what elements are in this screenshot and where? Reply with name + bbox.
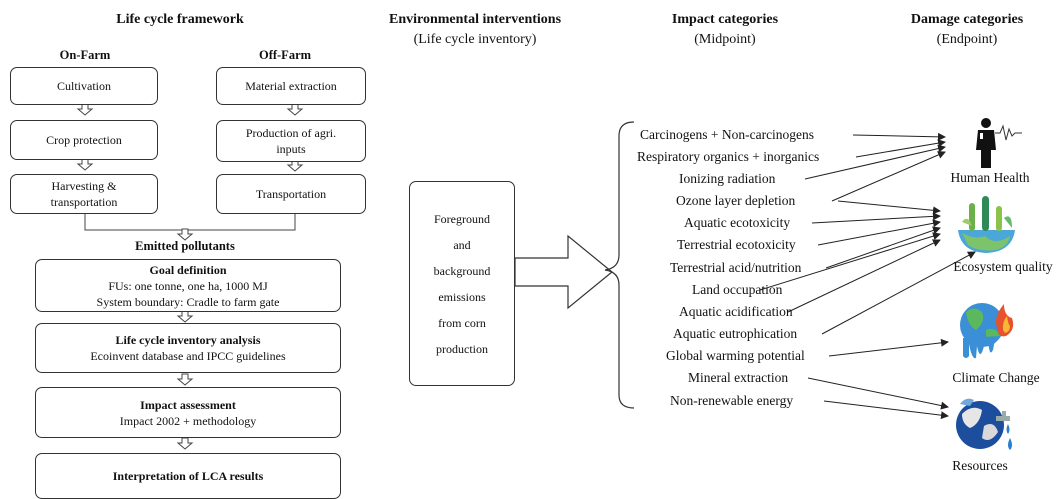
crop-protection-label: Crop protection <box>46 133 122 147</box>
goal-definition-line1: FUs: one tonne, one ha, 1000 MJ <box>108 278 268 293</box>
crop-protection-box: Crop protection <box>10 120 158 160</box>
interventions-subheader: (Life cycle inventory) <box>413 32 537 47</box>
down-arrow-icon <box>77 103 93 116</box>
impact-global-warming: Global warming potential <box>666 348 805 363</box>
damage-ecosystem-quality: Ecosystem quality <box>953 259 1053 274</box>
goal-definition-line2: System boundary: Cradle to farm gate <box>96 294 280 309</box>
material-extraction-label: Material extraction <box>245 79 337 93</box>
damage-resources: Resources <box>952 458 1008 473</box>
damage-human-health: Human Health <box>950 170 1030 185</box>
off-farm-title: Off-Farm <box>258 48 312 62</box>
plant-globe-icon <box>958 196 1015 253</box>
interpretation-box: Interpretation of LCA results <box>35 453 341 499</box>
down-arrow-icon <box>77 158 93 171</box>
down-arrow-icon <box>287 103 303 116</box>
merge-line <box>84 213 296 231</box>
on-farm-title: On-Farm <box>59 48 111 62</box>
big-right-arrow-icon <box>514 234 613 310</box>
cultivation-box: Cultivation <box>10 67 158 105</box>
impact-assessment-title: Impact assessment <box>140 397 236 412</box>
agri-inputs-label-line2: inputs <box>276 142 306 156</box>
impact-non-renewable-energy: Non-renewable energy <box>670 393 794 408</box>
foreground-line: Foreground <box>434 211 490 226</box>
material-extraction-box: Material extraction <box>216 67 366 105</box>
impact-carcinogens: Carcinogens + Non-carcinogens <box>640 127 815 142</box>
interpretation-title: Interpretation of LCA results <box>112 469 264 483</box>
transportation-box: Transportation <box>216 174 366 214</box>
goal-definition-title: Goal definition <box>149 262 227 277</box>
impact-assessment-line1: Impact 2002 + methodology <box>119 413 257 428</box>
goal-definition-box: Goal definition FUs: one tonne, one ha, … <box>35 259 341 312</box>
impact-mineral-extraction: Mineral extraction <box>688 370 789 385</box>
impact-subheader: (Midpoint) <box>694 32 756 47</box>
impact-ionizing-radiation: Ionizing radiation <box>679 171 776 186</box>
melting-globe-icon <box>960 303 1014 359</box>
impact-bracket <box>604 121 635 409</box>
impact-terrestrial-ecotoxicity: Terrestrial ecotoxicity <box>677 237 796 252</box>
down-arrow-icon <box>177 373 193 386</box>
impact-land-occupation: Land occupation <box>692 282 783 297</box>
foreground-line: emissions <box>438 289 486 304</box>
harvesting-label-line2: transportation <box>50 195 118 209</box>
cultivation-label: Cultivation <box>57 79 111 93</box>
impact-respiratory: Respiratory organics + inorganics <box>637 149 820 164</box>
impact-damage-arrows <box>759 132 976 420</box>
damage-header: Damage categories <box>910 12 1024 27</box>
foreground-background-box: Foreground and background emissions from… <box>409 181 515 386</box>
foreground-line: and <box>453 237 471 252</box>
foreground-line: production <box>436 341 488 356</box>
emitted-pollutants-label: Emitted pollutants <box>135 239 235 253</box>
impact-header: Impact categories <box>671 12 779 27</box>
person-ecg-icon <box>976 118 1022 168</box>
agri-inputs-box: Production of agri. inputs <box>216 120 366 162</box>
inventory-analysis-title: Life cycle inventory analysis <box>115 333 261 347</box>
impact-terrestrial-acid: Terrestrial acid/nutrition <box>670 260 802 275</box>
agri-inputs-label-line1: Production of agri. <box>245 126 337 140</box>
impact-aquatic-eutrophication: Aquatic eutrophication <box>673 326 798 341</box>
transportation-label: Transportation <box>255 187 327 201</box>
impact-ozone-depletion: Ozone layer depletion <box>676 193 796 208</box>
inventory-analysis-line1: Ecoinvent database and IPCC guidelines <box>90 349 286 363</box>
dripping-globe-icon <box>956 398 1012 450</box>
inventory-analysis-box: Life cycle inventory analysis Ecoinvent … <box>35 323 341 373</box>
harvesting-label-line1: Harvesting & <box>51 179 117 193</box>
foreground-line: from corn <box>438 315 486 330</box>
impact-assessment-box: Impact assessment Impact 2002 + methodol… <box>35 387 341 438</box>
harvesting-box: Harvesting & transportation <box>10 174 158 214</box>
down-arrow-icon <box>177 310 193 323</box>
framework-header: Life cycle framework <box>116 12 244 27</box>
impact-aquatic-acidification: Aquatic acidification <box>679 304 793 319</box>
damage-climate-change: Climate Change <box>952 370 1040 385</box>
interventions-header: Environmental interventions <box>388 12 562 27</box>
down-arrow-icon <box>177 437 193 450</box>
impact-aquatic-ecotoxicity: Aquatic ecotoxicity <box>684 215 791 230</box>
damage-subheader: (Endpoint) <box>936 32 998 47</box>
foreground-line: background <box>433 263 491 278</box>
